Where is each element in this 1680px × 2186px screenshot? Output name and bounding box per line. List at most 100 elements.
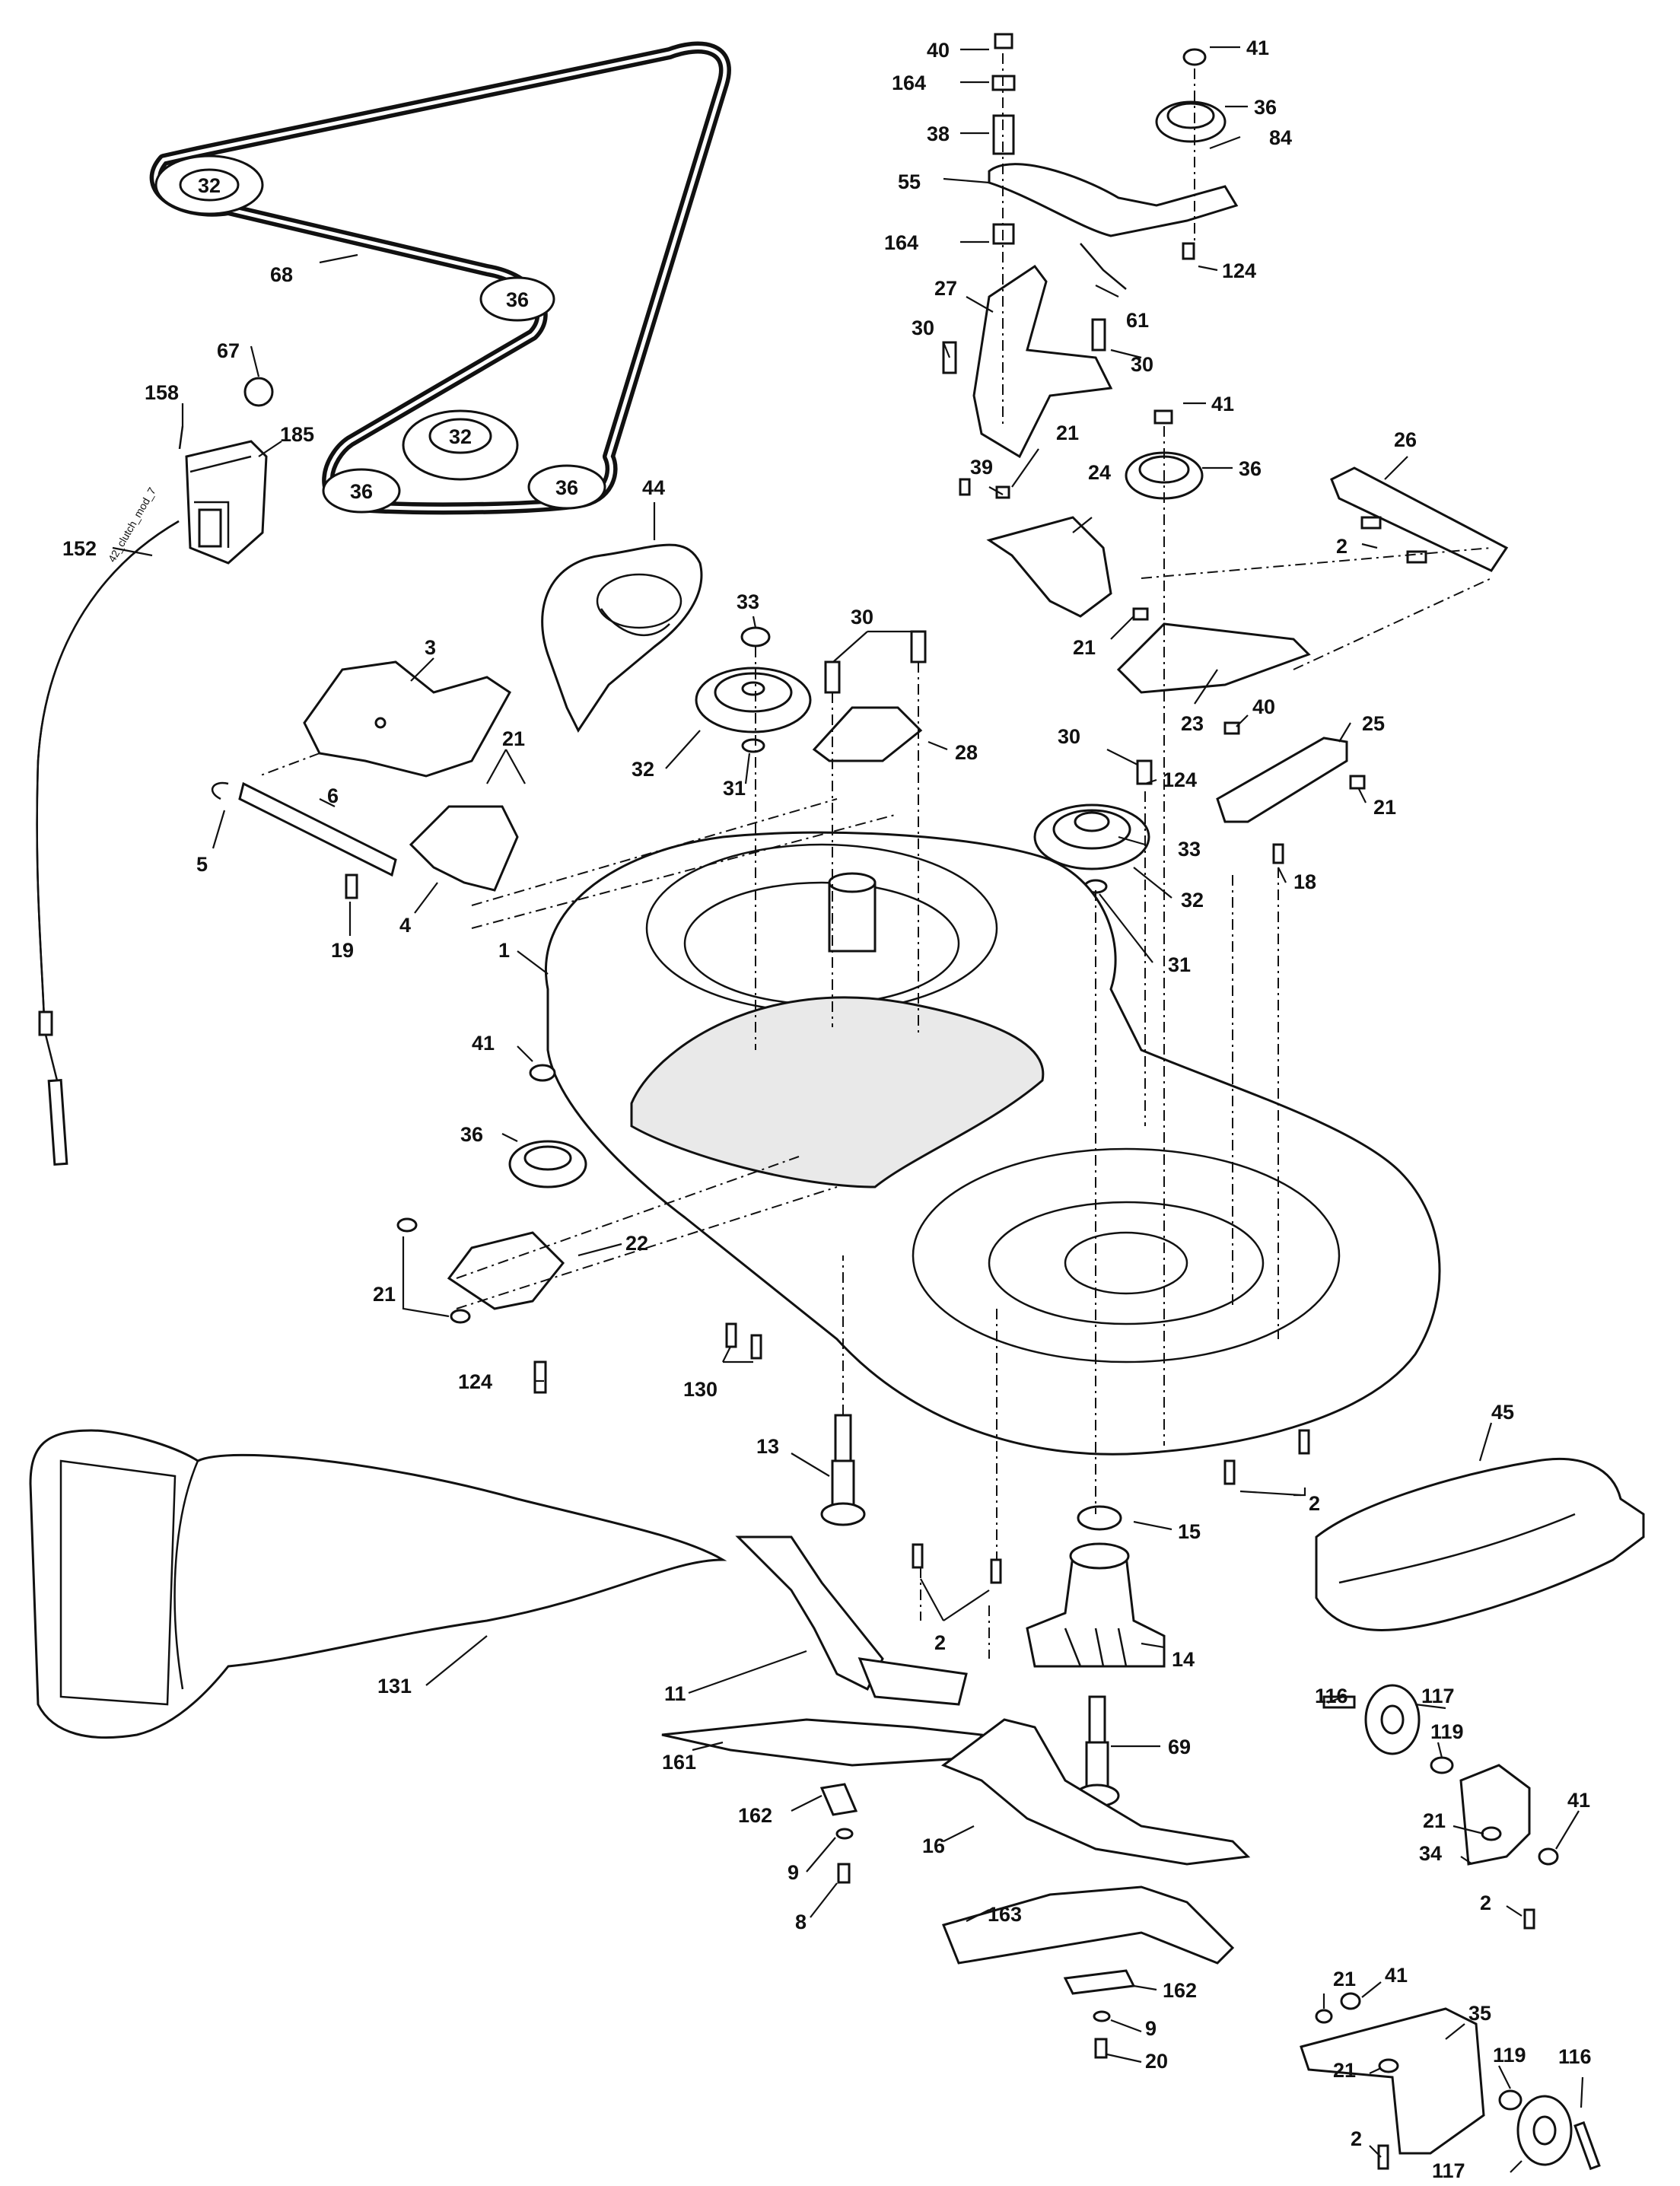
callout-117: 117 xyxy=(1432,2159,1465,2182)
callout-22: 22 xyxy=(625,1232,648,1255)
belt-pulley-32-top: 32 xyxy=(154,154,264,215)
callout-61: 61 xyxy=(1126,309,1149,332)
callout-21: 21 xyxy=(1333,2059,1356,2082)
callout-164: 164 xyxy=(884,231,918,254)
idler-bracket-27 xyxy=(942,264,1113,499)
callout-21: 21 xyxy=(1373,796,1396,819)
callout-2: 2 xyxy=(1309,1492,1320,1515)
callout-33: 33 xyxy=(1178,838,1201,861)
pulley-label: 36 xyxy=(506,288,529,311)
bracket-26 xyxy=(1330,466,1509,572)
blade-adapter-162b xyxy=(1063,1969,1136,2059)
spindle-housing-14 xyxy=(1026,1505,1166,1668)
pulley-label: 36 xyxy=(350,480,373,503)
callout-119: 119 xyxy=(1493,2044,1526,2067)
callout-28: 28 xyxy=(955,741,978,764)
blade-16 xyxy=(940,1718,1251,1866)
wheel-assembly-35 xyxy=(1300,1992,1601,2171)
callout-30: 30 xyxy=(851,606,873,628)
knob-67 xyxy=(243,377,274,407)
callout-69: 69 xyxy=(1168,1736,1191,1758)
callout-2: 2 xyxy=(934,1631,946,1654)
callout-117: 117 xyxy=(1421,1685,1455,1707)
clutch-cable-152: 42_clutch_mod_7 xyxy=(36,485,180,1166)
spindle-13 xyxy=(820,1414,866,1526)
belt-pulley-36-left: 36 xyxy=(322,468,401,514)
belt-pulley-32-center: 32 xyxy=(402,409,519,481)
callout-27: 27 xyxy=(934,277,957,300)
spindle-pulley-left xyxy=(695,626,812,753)
callout-67: 67 xyxy=(217,339,240,362)
clutch-bracket-185 xyxy=(178,377,274,565)
spindle-pulley-right xyxy=(1033,759,1153,894)
callout-44: 44 xyxy=(642,476,665,499)
bolts-2-mid xyxy=(912,1429,1310,1584)
callout-162: 162 xyxy=(1163,1979,1197,2002)
pulley-label: 36 xyxy=(555,476,578,499)
callout-164: 164 xyxy=(892,72,926,94)
callout-152: 152 xyxy=(62,537,97,560)
callout-33: 33 xyxy=(737,590,759,613)
callout-21: 21 xyxy=(373,1283,396,1306)
callout-14: 14 xyxy=(1172,1648,1195,1671)
callout-18: 18 xyxy=(1293,870,1316,893)
callout-35: 35 xyxy=(1468,2002,1491,2025)
callout-32: 32 xyxy=(1181,889,1204,912)
bolts-30 xyxy=(824,630,927,694)
callout-30: 30 xyxy=(1131,353,1153,376)
rod-6 xyxy=(211,781,397,877)
callout-131: 131 xyxy=(377,1675,412,1698)
bracket-4 xyxy=(345,805,519,899)
callout-185: 185 xyxy=(280,423,314,446)
callout-23: 23 xyxy=(1181,712,1204,735)
callout-labels: 40 41 164 36 84 38 55 164 124 27 61 30 3… xyxy=(62,37,1592,2182)
callout-2: 2 xyxy=(1336,535,1348,558)
callout-162: 162 xyxy=(738,1804,772,1827)
callout-68: 68 xyxy=(270,263,293,286)
callout-6: 6 xyxy=(327,784,339,807)
callout-20: 20 xyxy=(1145,2050,1168,2073)
wheel-assembly-34 xyxy=(1322,1684,1559,1930)
callout-36: 36 xyxy=(1254,96,1277,119)
callout-124: 124 xyxy=(1163,768,1197,791)
callout-15: 15 xyxy=(1178,1520,1201,1543)
callout-4: 4 xyxy=(399,914,411,937)
callout-31: 31 xyxy=(723,777,746,800)
pulley-label: 32 xyxy=(198,174,221,197)
callout-21: 21 xyxy=(1073,636,1096,659)
callout-25: 25 xyxy=(1362,712,1385,735)
idler-arm-assembly xyxy=(988,33,1239,290)
callout-32: 32 xyxy=(632,758,654,781)
callout-5: 5 xyxy=(196,853,208,876)
callout-41: 41 xyxy=(472,1032,495,1055)
callout-116: 116 xyxy=(1315,1685,1348,1707)
callout-16: 16 xyxy=(922,1834,945,1857)
callout-163: 163 xyxy=(988,1903,1022,1926)
callout-45: 45 xyxy=(1491,1401,1514,1424)
callout-124: 124 xyxy=(458,1370,492,1393)
callout-13: 13 xyxy=(756,1435,779,1458)
callout-55: 55 xyxy=(898,170,921,193)
pulley-label: 32 xyxy=(449,425,472,448)
callout-9: 9 xyxy=(1145,2017,1157,2040)
callout-38: 38 xyxy=(927,123,950,145)
callout-161: 161 xyxy=(662,1751,696,1774)
callout-21: 21 xyxy=(1056,422,1079,444)
leader-lines xyxy=(112,46,1584,2173)
callout-11: 11 xyxy=(664,1682,686,1705)
alignment-lines xyxy=(258,53,1492,1659)
callout-31: 31 xyxy=(1168,953,1191,976)
bracket-28 xyxy=(812,706,923,762)
bracket-25 xyxy=(1216,721,1366,864)
callout-24: 24 xyxy=(1088,461,1111,484)
callout-41: 41 xyxy=(1211,393,1234,415)
idler-pulley-36-low xyxy=(508,1064,587,1188)
callout-39: 39 xyxy=(970,456,993,479)
callout-26: 26 xyxy=(1394,428,1417,451)
callout-2: 2 xyxy=(1351,2127,1362,2150)
mower-deck-1 xyxy=(545,831,1441,1456)
callout-21: 21 xyxy=(1333,1968,1356,1990)
callout-40: 40 xyxy=(927,39,950,62)
